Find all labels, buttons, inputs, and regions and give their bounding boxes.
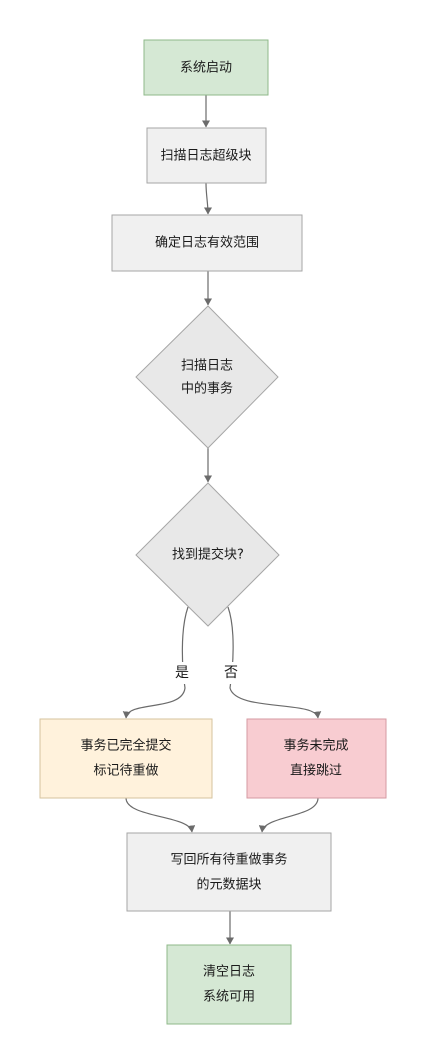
writeback-label-line2: 的元数据块 <box>196 877 261 893</box>
start-label: 系统启动 <box>180 61 232 76</box>
edge-committed-to-writeback <box>125 797 196 833</box>
scan-superblock-shape <box>147 128 266 183</box>
commit-question-label: 找到提交块? <box>172 547 244 563</box>
scan-superblock-label: 扫描日志超级块 <box>160 149 251 164</box>
scan-transactions-label-line2: 中的事务 <box>181 381 233 397</box>
node-writeback: 写回所有待重做事务 的元数据块 <box>126 832 332 912</box>
determine-range-shape <box>112 215 302 271</box>
scan-transactions-shape <box>136 306 278 448</box>
edge-label-yes: 是 <box>175 665 189 681</box>
writeback-label-line1: 写回所有待重做事务 <box>170 852 287 868</box>
edge-scan-super-to-range <box>203 182 212 215</box>
start-shape <box>144 40 268 95</box>
node-end: 清空日志 系统可用 <box>166 944 292 1025</box>
determine-range-label: 确定日志有效范围 <box>155 236 259 251</box>
node-determine-range: 确定日志有效范围 <box>111 214 303 272</box>
node-start: 系统启动 <box>143 39 269 96</box>
edges <box>122 95 322 945</box>
no-label-bg <box>220 662 242 684</box>
committed-shape <box>40 719 212 798</box>
yes-label-bg <box>171 662 193 684</box>
edge-no-to-incomplete <box>227 606 322 719</box>
node-scan-superblock: 扫描日志超级块 <box>146 127 267 184</box>
edge-incomplete-to-writeback <box>258 797 319 833</box>
incomplete-label-line2: 直接跳过 <box>290 763 342 779</box>
committed-label-line1: 事务已完全提交 <box>80 738 171 754</box>
scan-transactions-label-line1: 扫描日志 <box>181 359 233 374</box>
edge-yes-to-committed <box>122 606 189 719</box>
node-incomplete: 事务未完成 直接跳过 <box>246 718 387 799</box>
node-scan-transactions: 扫描日志 中的事务 <box>135 305 279 449</box>
incomplete-label-line1: 事务未完成 <box>283 738 348 754</box>
node-committed: 事务已完全提交 标记待重做 <box>39 718 213 799</box>
end-shape <box>167 945 291 1024</box>
committed-label-line2: 标记待重做 <box>93 763 158 779</box>
node-commit-found-question: 找到提交块? <box>135 482 280 627</box>
end-label-line1: 清空日志 <box>203 965 255 980</box>
writeback-shape <box>127 833 331 911</box>
incomplete-shape <box>247 719 386 798</box>
edge-label-no: 否 <box>224 665 238 681</box>
end-label-line2: 系统可用 <box>203 990 255 1005</box>
